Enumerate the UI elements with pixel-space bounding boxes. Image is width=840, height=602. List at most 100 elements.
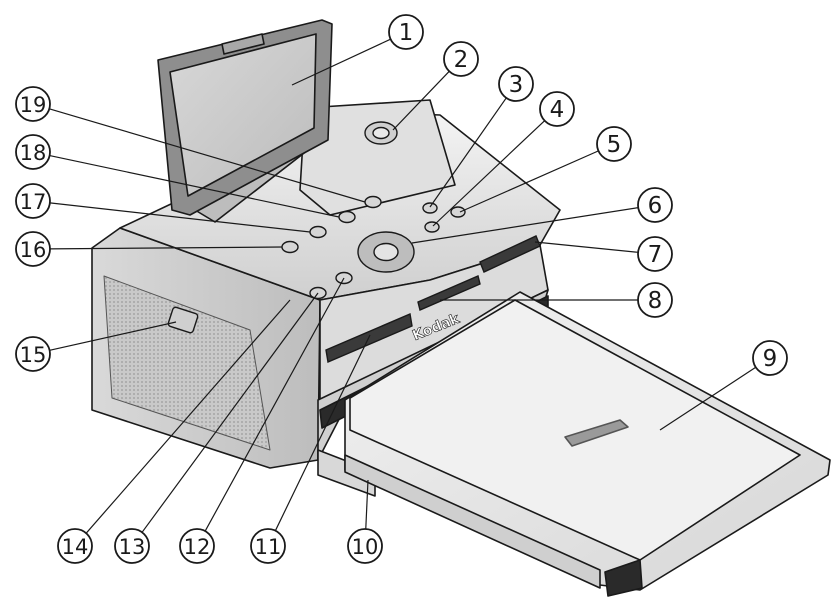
button-3 <box>422 202 438 214</box>
button-4 <box>424 221 440 233</box>
callout-number: 1 <box>399 20 414 46</box>
button-16 <box>281 240 299 254</box>
callout-leaders <box>49 38 757 534</box>
callout-circle <box>15 336 51 372</box>
callout-number: 17 <box>20 190 47 214</box>
callout-circle <box>15 231 51 267</box>
callout-1: 1 <box>388 14 424 50</box>
callout-number: 19 <box>20 93 47 117</box>
callout-number: 13 <box>119 535 146 559</box>
callout-leader-16 <box>49 246 283 250</box>
power-button-inner <box>372 126 390 140</box>
callout-circle <box>443 41 479 77</box>
callout-circle <box>114 528 150 564</box>
callout-10: 10 <box>347 528 383 564</box>
callout-17: 17 <box>15 183 51 219</box>
callout-2: 2 <box>443 41 479 77</box>
callout-circle <box>15 86 51 122</box>
callout-circle <box>637 282 673 318</box>
button-5 <box>450 206 466 218</box>
tray-front-lip <box>344 454 601 589</box>
callout-leader-17 <box>49 202 311 233</box>
callout-9: 9 <box>752 340 788 376</box>
callout-leader-9 <box>659 366 757 431</box>
callout-number: 5 <box>607 132 622 158</box>
card-slot-7 <box>479 235 541 273</box>
button-18 <box>338 210 356 224</box>
callout-leader-6 <box>411 207 639 244</box>
callout-leader-5 <box>459 150 599 213</box>
callout-11: 11 <box>250 528 286 564</box>
paper-tray <box>344 291 831 597</box>
callout-7: 7 <box>637 236 673 272</box>
callout-circle <box>347 528 383 564</box>
callout-15: 15 <box>15 336 51 372</box>
callout-circle <box>15 183 51 219</box>
callout-number: 14 <box>62 535 89 559</box>
callout-leader-18 <box>49 154 340 218</box>
callout-14: 14 <box>57 528 93 564</box>
button-17 <box>309 225 327 239</box>
callout-number: 12 <box>184 535 211 559</box>
callout-circle <box>596 126 632 162</box>
callout-circle <box>637 187 673 223</box>
callout-4: 4 <box>539 91 575 127</box>
callout-number: 2 <box>454 47 469 73</box>
callout-number: 10 <box>352 535 379 559</box>
callout-number: 18 <box>20 141 47 165</box>
callout-leader-7 <box>534 241 639 253</box>
callout-number: 7 <box>648 242 663 268</box>
control-housing <box>299 99 456 216</box>
callout-8: 8 <box>637 282 673 318</box>
callout-leader-15 <box>49 321 177 351</box>
callout-19: 19 <box>15 86 51 122</box>
tray-grip <box>564 419 629 447</box>
callout-number: 6 <box>648 193 663 219</box>
callout-circle <box>498 66 534 102</box>
callout-leader-11 <box>274 334 371 531</box>
callout-6: 6 <box>637 187 673 223</box>
four-way-center <box>373 242 399 262</box>
callout-13: 13 <box>114 528 150 564</box>
callout-circle <box>637 236 673 272</box>
callout-leader-13 <box>141 292 319 533</box>
callout-circle <box>179 528 215 564</box>
callout-circle <box>388 14 424 50</box>
callout-5: 5 <box>596 126 632 162</box>
callout-number: 4 <box>550 97 565 123</box>
callout-number: 8 <box>648 288 663 314</box>
callout-number: 3 <box>509 72 524 98</box>
tray-handle <box>604 559 643 597</box>
callout-circle <box>15 134 51 170</box>
callout-number: 11 <box>255 535 282 559</box>
callout-leader-3 <box>429 97 507 208</box>
callout-leader-4 <box>432 120 546 227</box>
button-19 <box>364 195 382 209</box>
callout-leader-1 <box>291 38 391 86</box>
front-face <box>319 244 549 401</box>
callout-3: 3 <box>498 66 534 102</box>
camera-usb-port <box>167 306 199 334</box>
callout-16: 16 <box>15 231 51 267</box>
callout-18: 18 <box>15 134 51 170</box>
lcd-tab <box>221 33 265 55</box>
callout-leader-10 <box>365 479 369 530</box>
callout-leader-12 <box>204 277 345 532</box>
callout-circle <box>57 528 93 564</box>
callout-number: 16 <box>20 238 47 262</box>
callout-leader-14 <box>85 299 291 534</box>
callout-leader-19 <box>49 108 366 203</box>
callout-leader-2 <box>392 70 450 131</box>
callout-circle <box>250 528 286 564</box>
card-slot-8 <box>417 275 481 311</box>
callout-circle <box>539 91 575 127</box>
speaker-grill <box>103 275 271 451</box>
callout-number: 15 <box>20 343 47 367</box>
callout-circle <box>752 340 788 376</box>
callout-12: 12 <box>179 528 215 564</box>
callout-number: 9 <box>763 346 778 372</box>
tray-paper <box>349 299 801 561</box>
